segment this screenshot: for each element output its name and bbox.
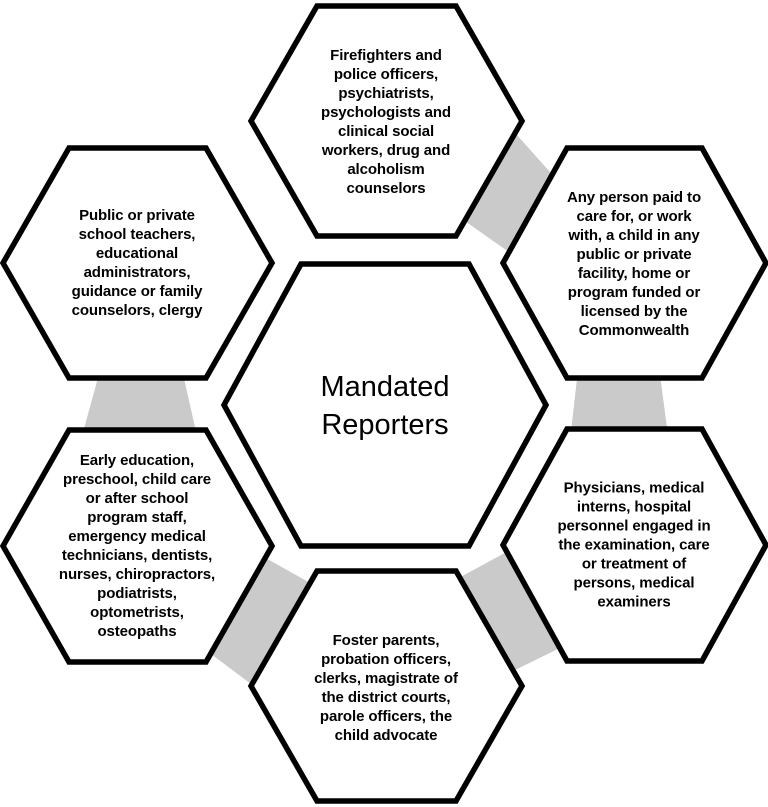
connector-bottom-to-bottomright [455,549,564,674]
hexagon-bottom [247,568,526,804]
hexagon-bottom-right [499,426,768,664]
hexagon-top-label: Firefighters and police officers, psychi… [321,47,451,197]
hexagon-bottom-right-label: Physicians, medical interns, hospital pe… [557,479,711,611]
hexagon-bottom-left [0,427,276,665]
hexagons [0,3,768,804]
hexagon-top [247,3,526,239]
hexagon-top-left [0,145,276,381]
hexagon-center-label: Mandated Reporters [320,371,450,441]
hexagon-top-left-label: Public or private school teachers, educa… [71,207,203,319]
hexagon-top-right-label: Any person paid to care for, or work wit… [566,189,702,339]
hexagon-center [220,261,550,549]
hexagon-bottom-label: Foster parents, probation officers, cler… [314,632,458,744]
hexagon-top-right [499,145,768,381]
connector-bottomleft-to-bottom [207,551,321,693]
hexagon-bottom-left-label: Early education, preschool, child care o… [58,452,216,640]
